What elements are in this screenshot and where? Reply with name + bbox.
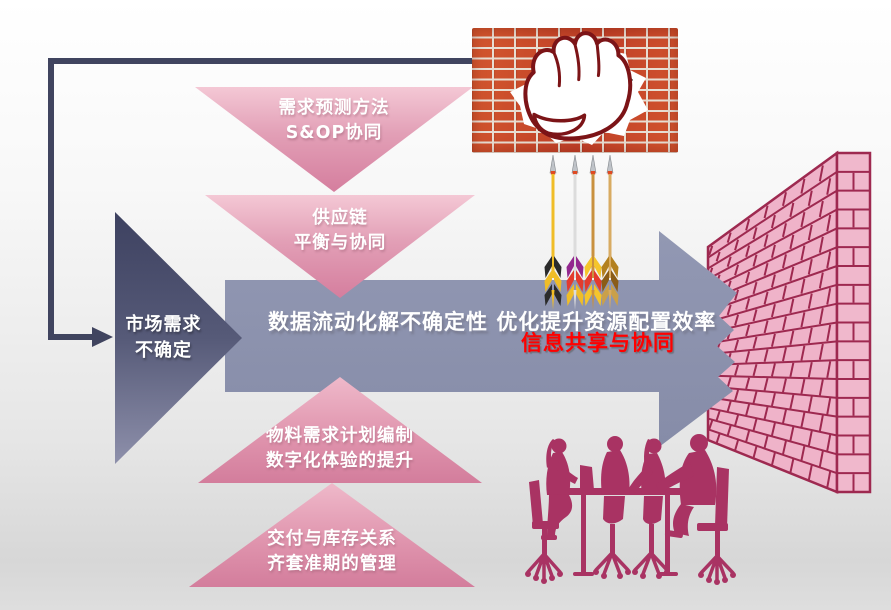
triangle-demand-forecast-line2: S&OP协同: [285, 123, 383, 143]
meeting-people-silhouette: [525, 434, 736, 585]
triangle-demand-forecast-line1: 需求预测方法: [278, 98, 390, 118]
market-uncertainty-line1: 市场需求: [125, 314, 202, 335]
triangle-mrp-line1: 物料需求计划编制: [266, 426, 414, 446]
main-arrow-text: 数据流动化解不确定性 优化提升资源配置效率: [268, 306, 715, 339]
main-arrow-line2: 优化提升资源配置效率: [496, 310, 717, 334]
triangle-supply-chain-line2: 平衡与协同: [293, 233, 387, 253]
market-uncertainty-line2: 不确定: [135, 340, 192, 361]
darts-icon: [544, 154, 619, 310]
fist-breakthrough-image: [472, 28, 678, 153]
triangle-delivery-line1: 交付与库存关系: [267, 529, 397, 549]
info-sharing-highlight: 信息共享与协同: [521, 331, 675, 355]
fist-icon: [510, 31, 648, 145]
triangle-supply-chain-line1: 供应链: [312, 208, 368, 228]
triangle-delivery-line2: 齐套准期的管理: [267, 554, 397, 574]
main-arrow-line1: 数据流动化解不确定性: [268, 310, 488, 334]
triangle-mrp-line2: 数字化体验的提升: [266, 451, 414, 471]
